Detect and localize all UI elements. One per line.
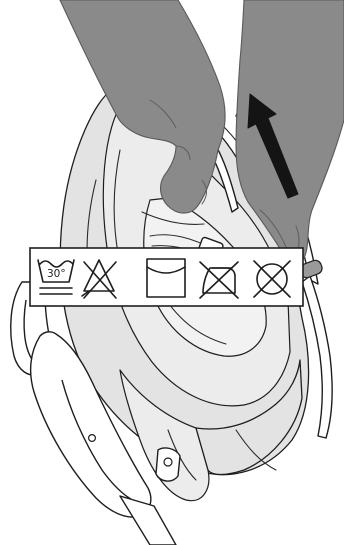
wash-temperature: 30°	[47, 268, 66, 280]
care-symbols-strip: 30°	[30, 248, 303, 306]
